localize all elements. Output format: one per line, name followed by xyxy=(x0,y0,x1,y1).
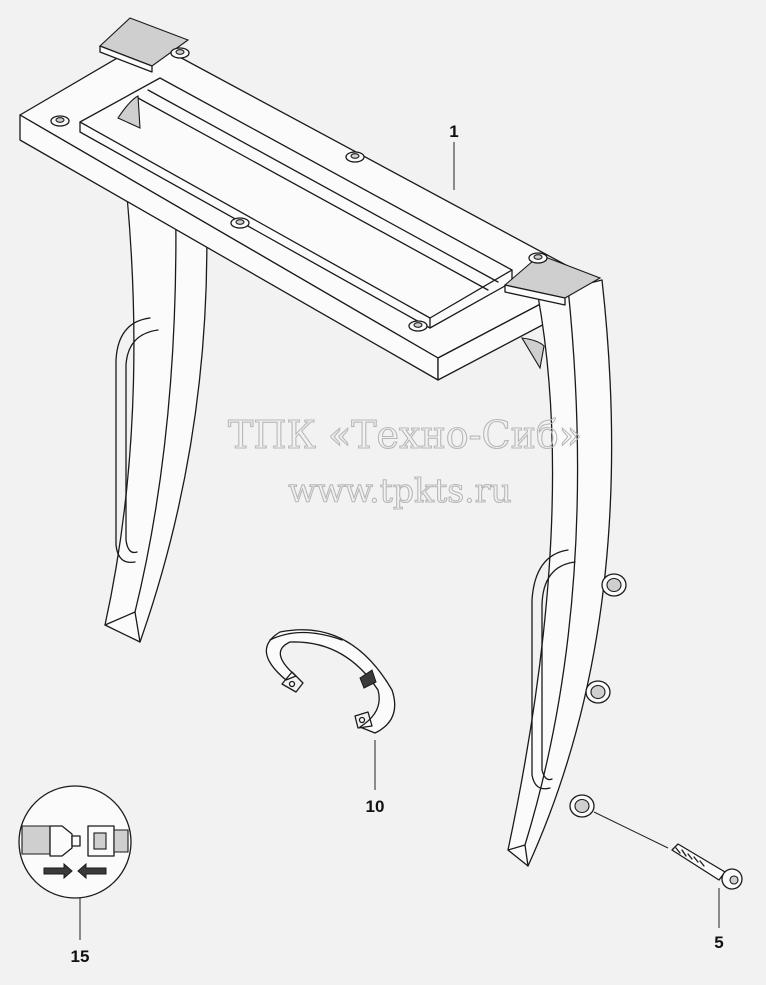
callout-frame: 1 xyxy=(449,122,458,141)
leg-bolt-holes xyxy=(569,573,627,818)
rivets xyxy=(50,47,548,332)
left-handle xyxy=(115,317,159,564)
callout-bolt: 5 xyxy=(714,933,723,952)
seatbelt-symbol xyxy=(18,785,132,899)
callout-seatbelt: 15 xyxy=(71,947,90,966)
watermark-url: www.tpkts.ru xyxy=(288,471,511,510)
leader-lines xyxy=(79,142,720,940)
left-leg xyxy=(104,174,208,643)
right-leg xyxy=(507,279,613,867)
watermark: ТПК «Техно-Сиб» www.tpkts.ru xyxy=(227,412,582,510)
right-handle xyxy=(531,549,576,790)
callout-clamp: 10 xyxy=(366,797,385,816)
callout-labels: 1 10 5 15 xyxy=(71,122,724,966)
clamp-strap xyxy=(265,629,396,734)
watermark-title: ТПК «Техно-Сиб» xyxy=(228,413,582,457)
top-frame xyxy=(19,39,591,381)
bolt xyxy=(671,843,743,890)
mounting-pads xyxy=(98,17,602,306)
